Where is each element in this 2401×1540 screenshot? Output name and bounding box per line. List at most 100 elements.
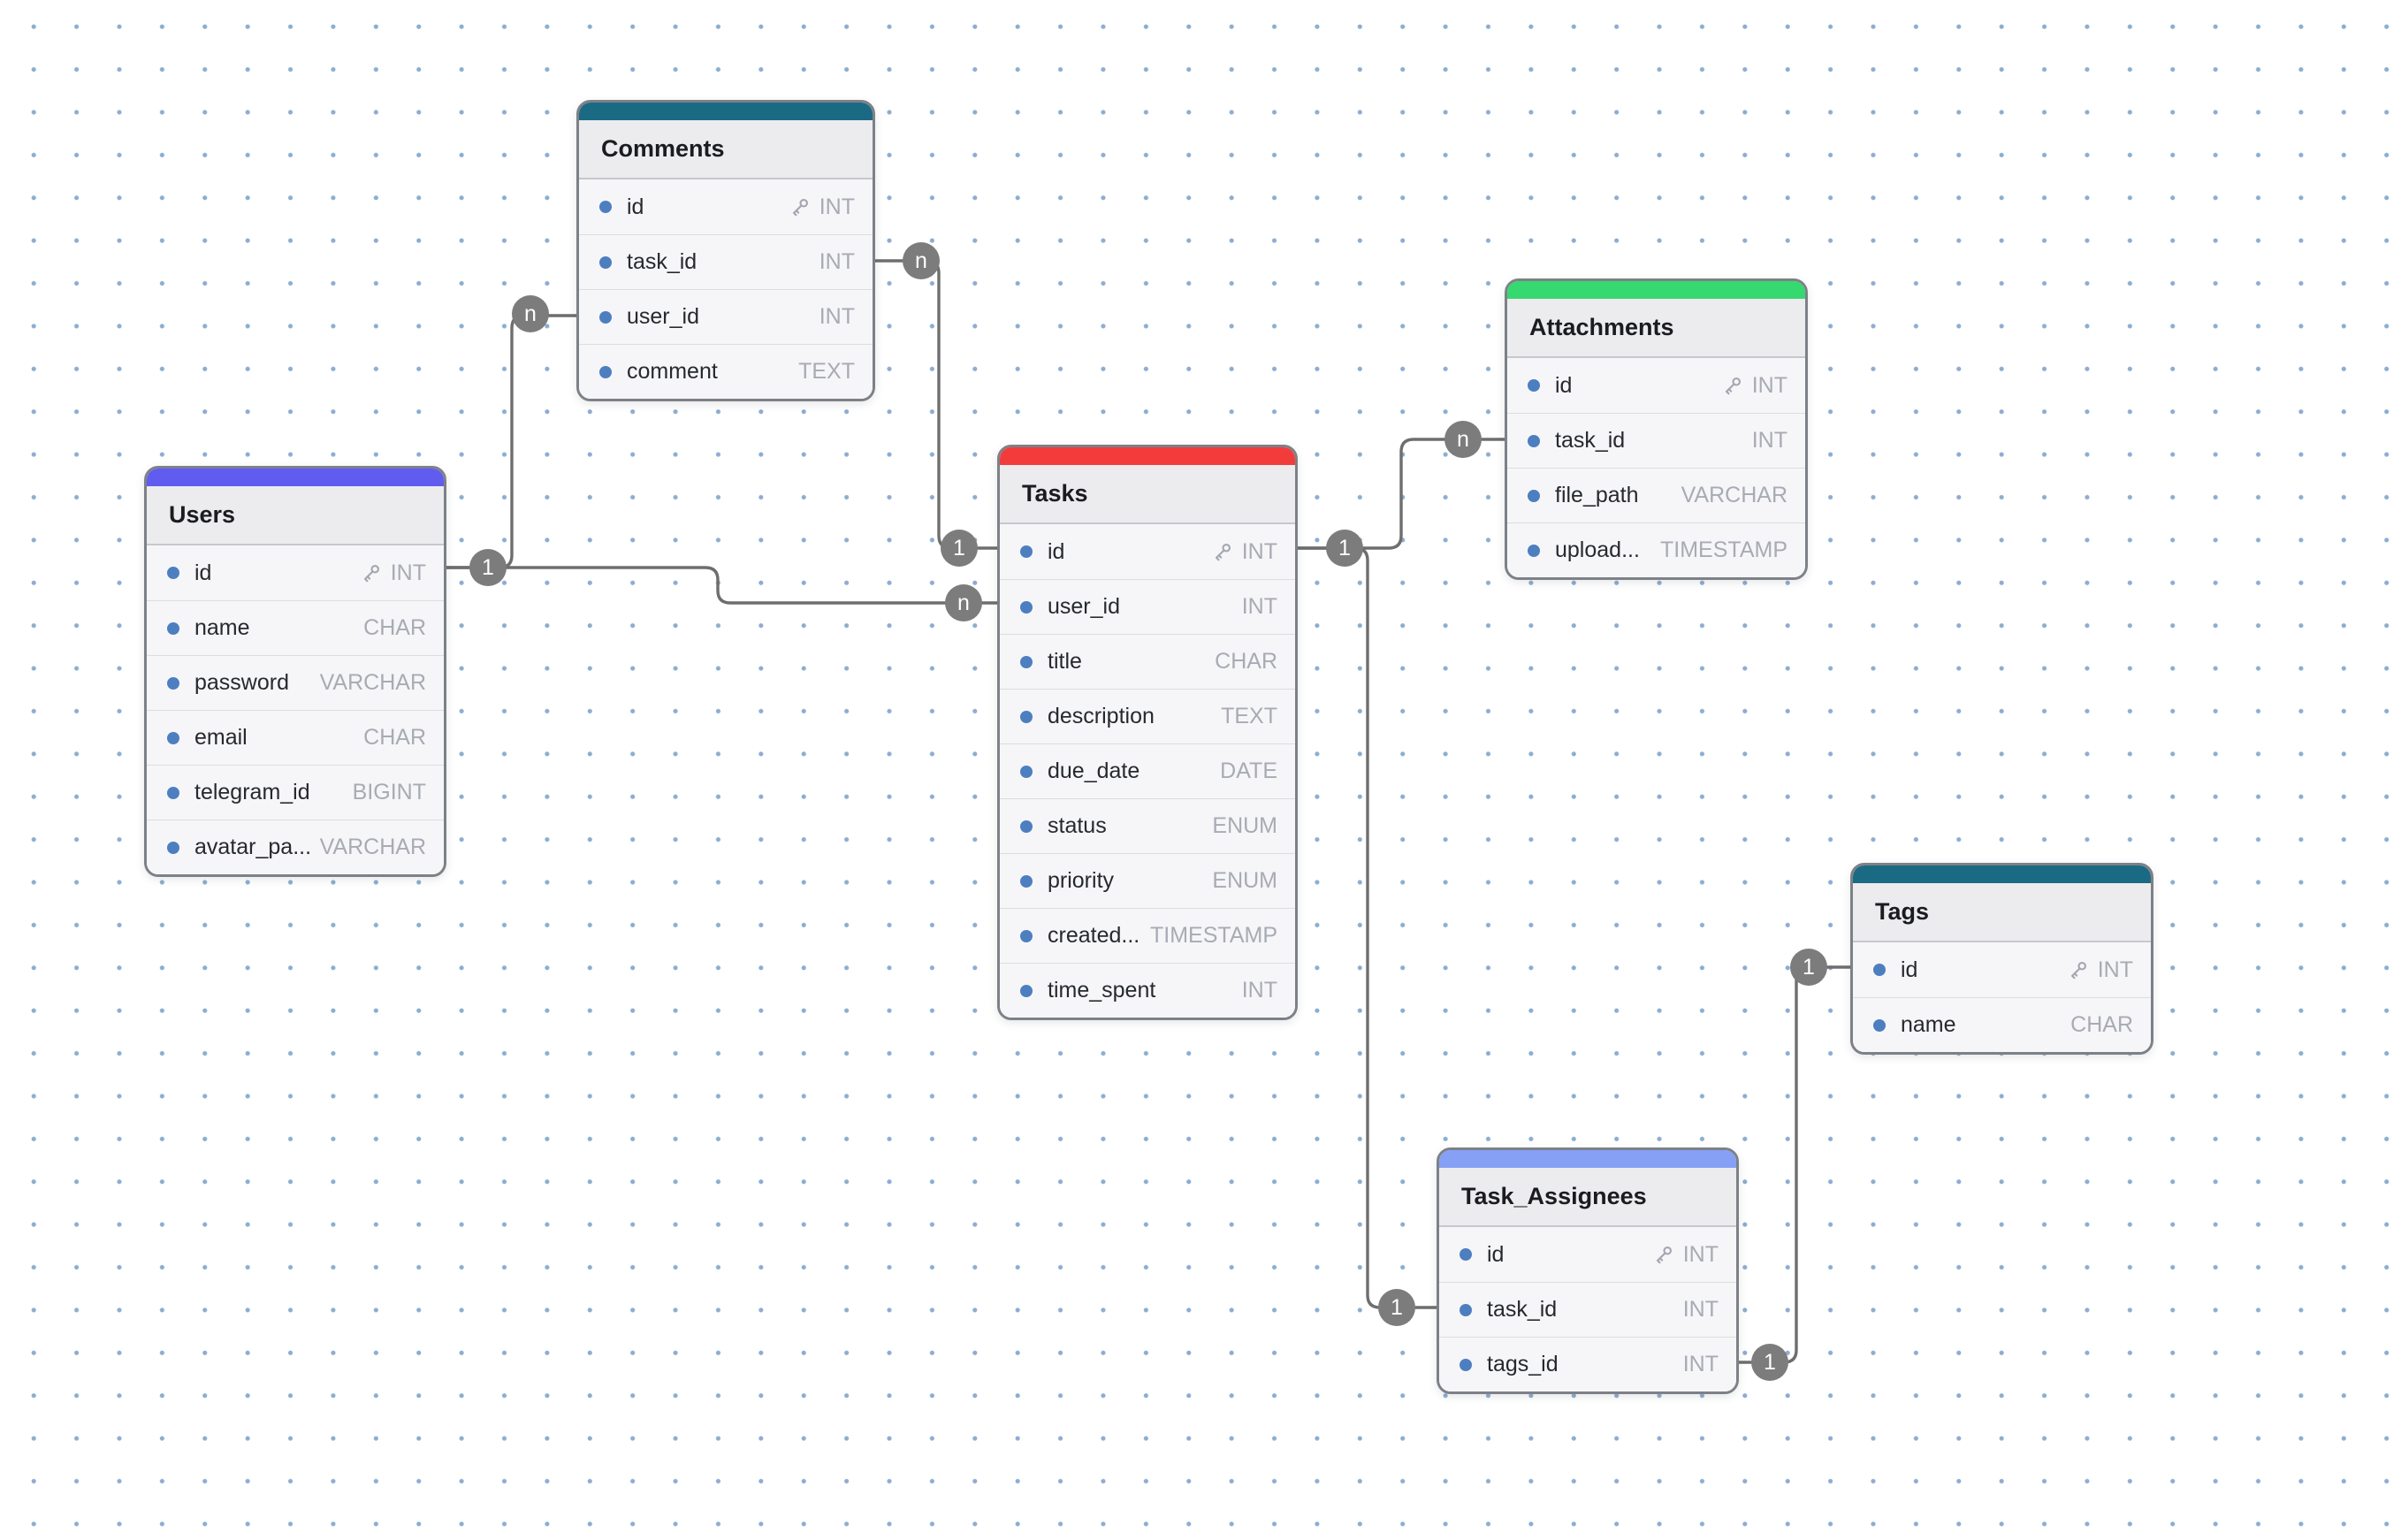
field-name: time_spent (1048, 978, 1156, 1003)
relationship-line-tasks_id__task_assignees_task_id[interactable] (1296, 546, 1438, 1309)
table-rows: id INT task_id INT file_path VARCHAR upl… (1507, 358, 1805, 577)
field-row[interactable]: avatar_pa... VARCHAR (147, 820, 444, 874)
field-row[interactable]: time_spent INT (1000, 963, 1295, 1018)
field-name: email (194, 725, 248, 750)
table-title: Task_Assignees (1439, 1168, 1736, 1227)
table-title: Tasks (1000, 465, 1295, 524)
field-row[interactable]: upload... TIMESTAMP (1507, 522, 1805, 577)
field-row[interactable]: id INT (1853, 942, 2151, 997)
field-row[interactable]: email CHAR (147, 710, 444, 765)
field-row[interactable]: comment TEXT (579, 344, 873, 399)
field-row[interactable]: name CHAR (147, 600, 444, 655)
table-accent-bar (1000, 447, 1295, 465)
field-dot-icon (1020, 929, 1033, 942)
field-row[interactable]: id INT (1439, 1227, 1736, 1282)
field-name: created... (1048, 923, 1140, 948)
field-type: TEXT (798, 359, 855, 384)
field-type: CHAR (363, 725, 426, 750)
field-row[interactable]: file_path VARCHAR (1507, 468, 1805, 522)
key-icon (792, 198, 808, 216)
field-dot-icon (599, 201, 612, 213)
field-type-group: INT (359, 560, 426, 586)
field-row[interactable]: description TEXT (1000, 689, 1295, 743)
table-tasks[interactable]: Tasks id INT user_id INT title CHAR desc… (997, 445, 1298, 1020)
table-accent-bar (579, 103, 873, 120)
table-rows: id INT user_id INT title CHAR descriptio… (1000, 524, 1295, 1018)
relationship-line-tags_id__task_assignees_tags_id[interactable] (1737, 965, 1852, 1364)
relationship-line-comments_user_id__users_id[interactable] (445, 314, 578, 569)
field-type-group: INT (1242, 978, 1277, 1003)
field-row[interactable]: tags_id INT (1439, 1337, 1736, 1391)
field-row[interactable]: priority ENUM (1000, 853, 1295, 908)
field-name: user_id (627, 304, 699, 329)
field-row[interactable]: id INT (1000, 524, 1295, 579)
field-type: INT (819, 194, 855, 219)
field-dot-icon (1528, 489, 1540, 502)
field-name: name (194, 615, 250, 640)
table-title: Tags (1853, 883, 2151, 942)
relationship-line-tasks_id__attachments_task_id[interactable] (1296, 438, 1506, 550)
table-comments[interactable]: Comments id INT task_id INT user_id INT … (576, 100, 875, 401)
field-type: CHAR (363, 615, 426, 640)
field-row[interactable]: id INT (579, 179, 873, 234)
field-row[interactable]: created... TIMESTAMP (1000, 908, 1295, 963)
field-dot-icon (167, 567, 179, 579)
field-type: TEXT (1221, 704, 1277, 728)
field-row[interactable]: user_id INT (1000, 579, 1295, 634)
field-row[interactable]: title CHAR (1000, 634, 1295, 689)
field-dot-icon (1460, 1358, 1472, 1371)
field-row[interactable]: user_id INT (579, 289, 873, 344)
field-name: priority (1048, 868, 1115, 893)
field-name: description (1048, 704, 1155, 728)
field-name: due_date (1048, 759, 1140, 783)
cardinality-marker: n (903, 242, 940, 279)
relationship-line-comments_task_id__tasks_id[interactable] (873, 259, 999, 550)
field-name: id (1555, 372, 1573, 398)
table-users[interactable]: Users id INT name CHAR password VARCHAR … (144, 466, 446, 877)
field-type-group: CHAR (2070, 1012, 2133, 1038)
field-row[interactable]: password VARCHAR (147, 655, 444, 710)
field-row[interactable]: id INT (1507, 358, 1805, 413)
field-type: CHAR (2070, 1012, 2133, 1037)
table-rows: id INT task_id INT tags_id INT (1439, 1227, 1736, 1391)
field-dot-icon (1020, 655, 1033, 668)
field-name: name (1901, 1012, 1956, 1037)
field-dot-icon (167, 841, 179, 854)
field-name: task_id (627, 249, 697, 274)
key-icon (1725, 377, 1741, 394)
cardinality-marker: n (512, 295, 549, 332)
field-type: INT (2097, 957, 2133, 982)
field-name: title (1048, 649, 1082, 674)
field-row[interactable]: status ENUM (1000, 798, 1295, 853)
table-tags[interactable]: Tags id INT name CHAR (1850, 863, 2153, 1055)
field-type: TIMESTAMP (1150, 923, 1277, 948)
field-type-group: BIGINT (353, 780, 426, 805)
field-name: upload... (1555, 537, 1640, 562)
field-type-group: INT (1720, 373, 1787, 399)
field-dot-icon (1020, 710, 1033, 723)
field-name: comment (627, 359, 718, 384)
field-row[interactable]: telegram_id BIGINT (147, 765, 444, 820)
field-name: file_path (1555, 483, 1639, 507)
field-name: status (1048, 813, 1107, 838)
field-name: password (194, 670, 289, 695)
relationship-line-users_id__tasks_user_id[interactable] (445, 566, 999, 605)
table-task_assignees[interactable]: Task_Assignees id INT task_id INT tags_i… (1437, 1147, 1739, 1394)
field-type: INT (1241, 538, 1277, 564)
field-dot-icon (1020, 874, 1033, 888)
field-name: id (1901, 957, 1918, 982)
table-accent-bar (1439, 1150, 1736, 1168)
field-row[interactable]: id INT (147, 545, 444, 600)
field-dot-icon (1020, 765, 1033, 778)
field-row[interactable]: task_id INT (579, 234, 873, 289)
field-name: user_id (1048, 594, 1120, 619)
field-row[interactable]: due_date DATE (1000, 743, 1295, 798)
field-row[interactable]: task_id INT (1507, 413, 1805, 468)
field-name: id (627, 194, 644, 219)
table-attachments[interactable]: Attachments id INT task_id INT file_path… (1505, 278, 1808, 580)
field-type-group: INT (2066, 957, 2133, 983)
field-type: INT (819, 304, 855, 329)
field-row[interactable]: name CHAR (1853, 997, 2151, 1052)
field-row[interactable]: task_id INT (1439, 1282, 1736, 1337)
